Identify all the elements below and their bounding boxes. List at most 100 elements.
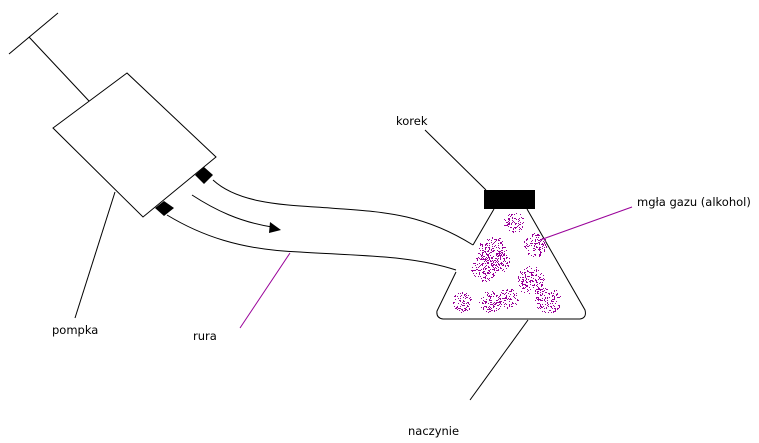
mist-dot [531, 277, 532, 278]
mist-dot [500, 238, 501, 239]
mist-dot [555, 311, 556, 312]
mist-dot [498, 264, 499, 265]
mist-dot [545, 297, 546, 298]
mist-dot [531, 255, 532, 256]
mist-dot [559, 305, 560, 306]
mist-dot [491, 294, 492, 295]
mist-dot [474, 275, 475, 276]
mist-dot [488, 303, 489, 304]
mist-dot [553, 312, 554, 313]
mist-dot [538, 291, 539, 292]
mist-dot [536, 281, 537, 282]
mist-dot [508, 219, 509, 220]
mist-dot [462, 305, 463, 306]
mist-dot [554, 290, 555, 291]
mist-dot [540, 253, 541, 254]
mist-dot [455, 308, 456, 309]
mist-dot [489, 257, 490, 258]
mist-dot [466, 295, 467, 296]
mist-dot [500, 243, 501, 244]
mist-dot [513, 290, 514, 291]
mist-dot [534, 245, 535, 246]
mist-dot [479, 248, 480, 249]
mist-dot [502, 270, 503, 271]
mist-dot [516, 293, 517, 294]
mist-dot [503, 302, 504, 303]
mist-dot [494, 270, 495, 271]
mist-dot [497, 305, 498, 306]
mist-dot [503, 255, 504, 256]
mist-dot [488, 250, 489, 251]
mist-dot [482, 259, 483, 260]
mist-dot [464, 308, 465, 309]
mist-dot [496, 239, 497, 240]
mist-dot [491, 300, 492, 301]
mist-dot [491, 252, 492, 253]
mist-dot [505, 265, 506, 266]
mist-dot [489, 258, 490, 259]
mist-dot [457, 309, 458, 310]
mist-dot [527, 271, 528, 272]
mist-dot [500, 251, 501, 252]
mist-dot [515, 231, 516, 232]
mist-dot [496, 296, 497, 297]
mist-dot [496, 270, 497, 271]
mist-dot [484, 259, 485, 260]
mist-dot [553, 293, 554, 294]
mist-dot [539, 244, 540, 245]
mist-dot [472, 267, 473, 268]
mist-dot [491, 277, 492, 278]
mist-dot [532, 285, 533, 286]
mist-dot [459, 300, 460, 301]
mist-dot [486, 253, 487, 254]
mist-dot [504, 251, 505, 252]
mist-dot [488, 240, 489, 241]
mist-dot [453, 302, 454, 303]
mist-dot [528, 290, 529, 291]
mist-dot [491, 304, 492, 305]
mist-dot [489, 259, 490, 260]
mist-dot [539, 288, 540, 289]
mist-dot [540, 289, 541, 290]
mist-dot [462, 310, 463, 311]
mist-dot [538, 276, 539, 277]
mist-dot [485, 266, 486, 267]
mist-dot [535, 280, 536, 281]
mist-dot [468, 306, 469, 307]
mist-dot [544, 290, 545, 291]
mist-dot [540, 294, 541, 295]
mist-dot [539, 278, 540, 279]
mist-dot [544, 249, 545, 250]
mist-dot [532, 234, 533, 235]
mist-dot [457, 296, 458, 297]
mist-dot [553, 311, 554, 312]
mist-dot [536, 297, 537, 298]
mist-dot [515, 303, 516, 304]
mist-dot [537, 284, 538, 285]
mist-dot [538, 234, 539, 235]
mist-dot [461, 309, 462, 310]
mist-dot [518, 276, 519, 277]
mist-dot [489, 239, 490, 240]
mist-dot [489, 306, 490, 307]
mist-dot [540, 308, 541, 309]
mist-dot [485, 278, 486, 279]
mist-dot [510, 227, 511, 228]
mist-dot [492, 304, 493, 305]
mist-dot [467, 302, 468, 303]
mist-dot [483, 307, 484, 308]
mist-dot [502, 256, 503, 257]
mist-dot [486, 275, 487, 276]
mist-dot [496, 302, 497, 303]
mist-dot [523, 288, 524, 289]
pump-pointer-line [74, 191, 116, 319]
mist-dot [490, 261, 491, 262]
mist-dot [537, 303, 538, 304]
mist-dot [543, 280, 544, 281]
mist-dot [502, 253, 503, 254]
mist-dot [504, 253, 505, 254]
mist-dot [501, 292, 502, 293]
mist-dot [482, 303, 483, 304]
mist-dot [493, 273, 494, 274]
mist-dot [537, 282, 538, 283]
